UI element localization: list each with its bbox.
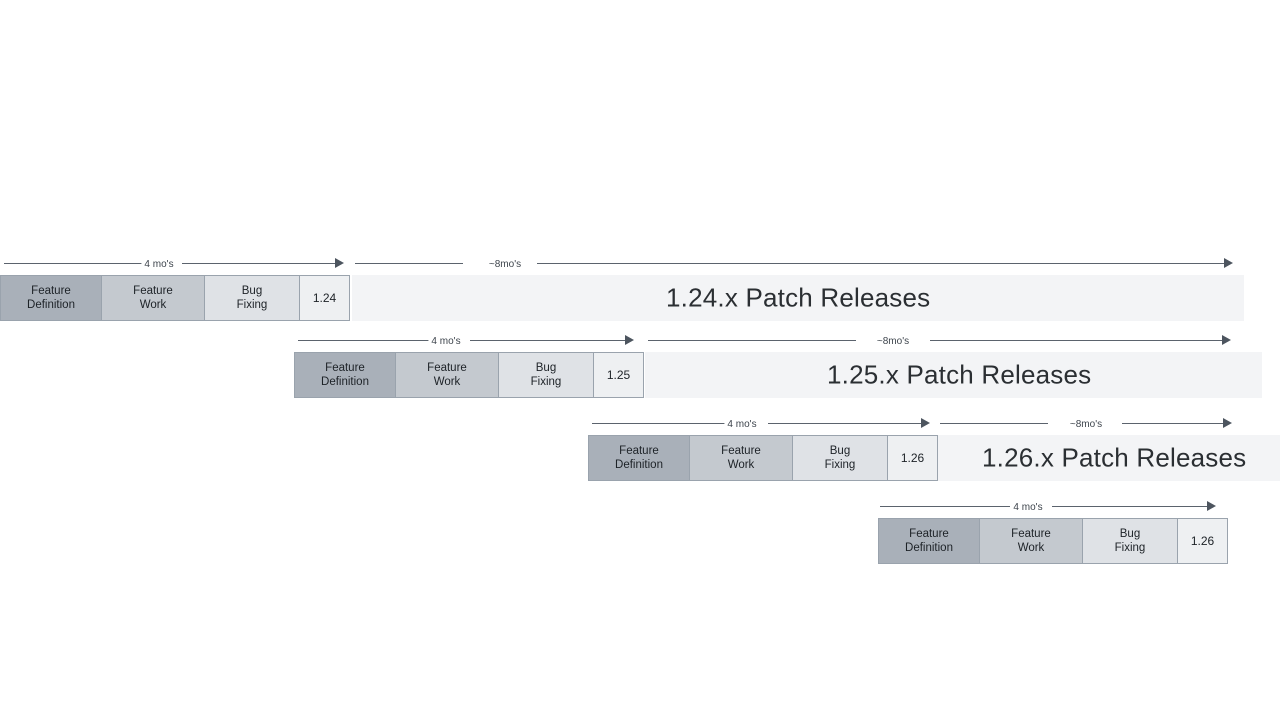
phase-bug-fixing[interactable]: Bug Fixing xyxy=(498,352,594,398)
measure-dev-next: 4 mo's xyxy=(880,496,1216,516)
phase-version-box[interactable]: 1.24 xyxy=(299,275,350,321)
measure-patch-124: ~8mo's xyxy=(355,253,1233,273)
measure-line-left xyxy=(4,263,142,264)
measure-arrowhead-icon xyxy=(1207,501,1216,511)
version-label: 1.26 xyxy=(1190,534,1215,548)
measure-line-left xyxy=(355,263,463,264)
measure-line-right xyxy=(768,423,922,424)
phase-version-box[interactable]: 1.25 xyxy=(593,352,644,398)
measure-arrowhead-icon xyxy=(1223,418,1232,428)
measure-label: ~8mo's xyxy=(873,336,913,348)
measure-dev-124: 4 mo's xyxy=(4,253,344,273)
phase-version-box[interactable]: 1.26 xyxy=(1177,518,1228,564)
measure-dev-126: 4 mo's xyxy=(592,413,930,433)
patch-band-label-124: 1.24.x Patch Releases xyxy=(666,282,931,313)
phase-group-125: Feature Definition Feature Work Bug Fixi… xyxy=(294,352,644,398)
release-row-124: 1.24.x Patch Releases Feature Definition… xyxy=(0,275,1280,321)
measure-patch-126: ~8mo's xyxy=(940,413,1232,433)
phase-label-line1: Feature xyxy=(133,285,173,297)
phase-label-line2: Definition xyxy=(905,542,953,554)
patch-band-125: 1.25.x Patch Releases xyxy=(645,352,1262,398)
measure-label: 4 mo's xyxy=(1010,502,1046,514)
measure-line-right xyxy=(470,340,626,341)
measure-label: ~8mo's xyxy=(485,259,525,271)
measure-line-right xyxy=(182,263,336,264)
phase-label-line1: Bug xyxy=(241,285,263,297)
release-row-126: 1.26.x Patch Releases Feature Definition… xyxy=(0,435,1280,481)
measure-dev-125: 4 mo's xyxy=(298,330,634,350)
phase-label-line2: Work xyxy=(1017,542,1045,554)
phase-label-line2: Work xyxy=(727,459,755,471)
measure-label: 4 mo's xyxy=(141,259,177,271)
measure-arrowhead-icon xyxy=(625,335,634,345)
phase-bug-fixing[interactable]: Bug Fixing xyxy=(792,435,888,481)
phase-group-126: Feature Definition Feature Work Bug Fixi… xyxy=(588,435,938,481)
phase-feature-definition[interactable]: Feature Definition xyxy=(294,352,396,398)
patch-band-label-125: 1.25.x Patch Releases xyxy=(827,359,1092,390)
phase-label-line1: Feature xyxy=(1011,528,1051,540)
measure-line-left xyxy=(298,340,430,341)
measure-line-right xyxy=(1052,506,1208,507)
phase-label-line2: Definition xyxy=(615,459,663,471)
phase-label-line1: Feature xyxy=(427,362,467,374)
patch-band-124: 1.24.x Patch Releases xyxy=(352,275,1244,321)
version-label: 1.25 xyxy=(606,368,631,382)
measure-label: 4 mo's xyxy=(724,419,760,431)
phase-label-line1: Bug xyxy=(535,362,557,374)
phase-bug-fixing[interactable]: Bug Fixing xyxy=(1082,518,1178,564)
phase-label-line1: Bug xyxy=(829,445,851,457)
phase-label-line2: Work xyxy=(433,376,461,388)
patch-band-label-126: 1.26.x Patch Releases xyxy=(982,442,1247,473)
phase-label-line2: Definition xyxy=(321,376,369,388)
phase-label-line1: Feature xyxy=(909,528,949,540)
phase-feature-definition[interactable]: Feature Definition xyxy=(878,518,980,564)
measure-arrowhead-icon xyxy=(1224,258,1233,268)
phase-feature-work[interactable]: Feature Work xyxy=(689,435,793,481)
phase-group-124: Feature Definition Feature Work Bug Fixi… xyxy=(0,275,350,321)
measure-line-left xyxy=(592,423,727,424)
measure-line-right xyxy=(930,340,1223,341)
phase-label-line2: Work xyxy=(139,299,167,311)
version-label: 1.24 xyxy=(312,291,337,305)
release-row-next: Feature Definition Feature Work Bug Fixi… xyxy=(0,518,1280,564)
measure-label: 4 mo's xyxy=(428,336,464,348)
phase-version-box[interactable]: 1.26 xyxy=(887,435,938,481)
measure-arrowhead-icon xyxy=(921,418,930,428)
measure-line-left xyxy=(940,423,1048,424)
phase-label-line1: Feature xyxy=(619,445,659,457)
phase-feature-definition[interactable]: Feature Definition xyxy=(0,275,102,321)
phase-label-line2: Fixing xyxy=(530,376,562,388)
measure-arrowhead-icon xyxy=(335,258,344,268)
phase-label-line2: Fixing xyxy=(824,459,856,471)
release-row-125: 1.25.x Patch Releases Feature Definition… xyxy=(0,352,1280,398)
phase-label-line1: Bug xyxy=(1119,528,1141,540)
phase-feature-definition[interactable]: Feature Definition xyxy=(588,435,690,481)
measure-line-left xyxy=(648,340,856,341)
measure-line-right xyxy=(537,263,1225,264)
phase-feature-work[interactable]: Feature Work xyxy=(101,275,205,321)
measure-line-right xyxy=(1122,423,1224,424)
phase-label-line2: Definition xyxy=(27,299,75,311)
phase-feature-work[interactable]: Feature Work xyxy=(979,518,1083,564)
phase-label-line2: Fixing xyxy=(1114,542,1146,554)
version-label: 1.26 xyxy=(900,451,925,465)
phase-bug-fixing[interactable]: Bug Fixing xyxy=(204,275,300,321)
phase-label-line2: Fixing xyxy=(236,299,268,311)
measure-label: ~8mo's xyxy=(1066,419,1106,431)
phase-label-line1: Feature xyxy=(31,285,71,297)
phase-group-next: Feature Definition Feature Work Bug Fixi… xyxy=(878,518,1228,564)
phase-label-line1: Feature xyxy=(325,362,365,374)
phase-feature-work[interactable]: Feature Work xyxy=(395,352,499,398)
phase-label-line1: Feature xyxy=(721,445,761,457)
measure-line-left xyxy=(880,506,1010,507)
measure-patch-125: ~8mo's xyxy=(648,330,1231,350)
measure-arrowhead-icon xyxy=(1222,335,1231,345)
patch-band-126: 1.26.x Patch Releases xyxy=(938,435,1280,481)
